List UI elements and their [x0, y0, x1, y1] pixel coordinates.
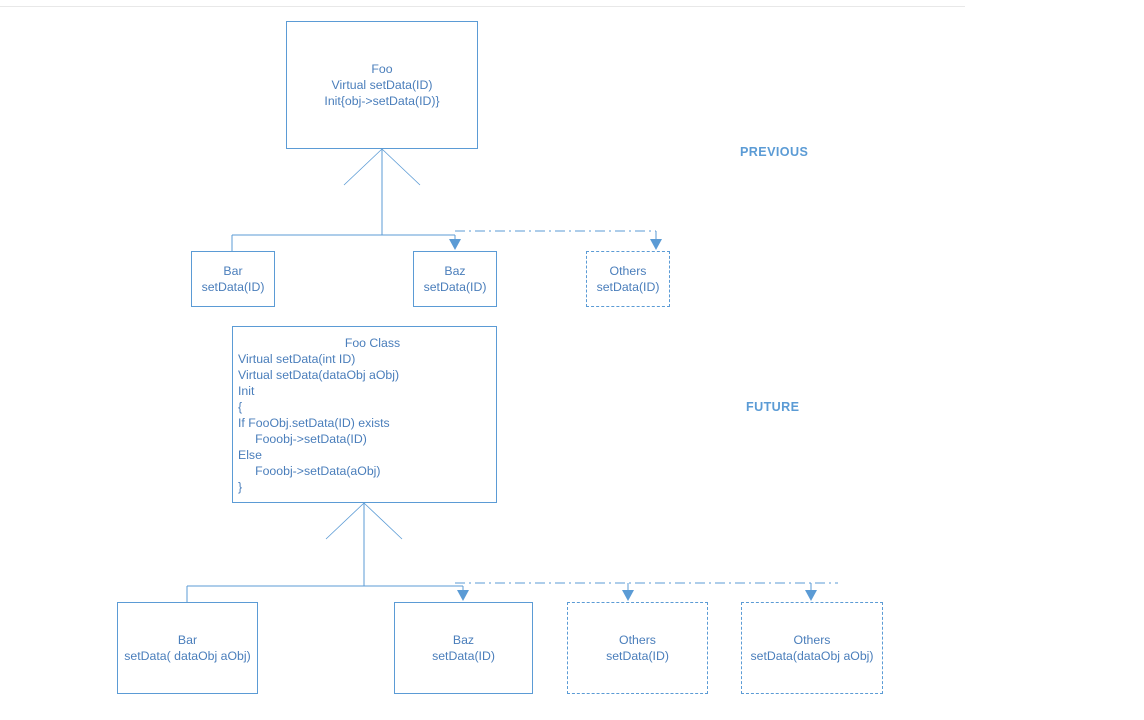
arrowhead-down-icon [622, 590, 634, 601]
class-node-others-previous[interactable]: Others setData(ID) [586, 251, 670, 307]
class-node-baz-previous[interactable]: Baz setData(ID) [413, 251, 497, 307]
class-node-bar-future[interactable]: Bar setData( dataObj aObj) [117, 602, 258, 694]
class-node-foo-class-body-line: Virtual setData(dataObj aObj) [238, 368, 400, 382]
class-node-bar-line: Bar [177, 633, 198, 647]
class-node-foo-line: Virtual setData(ID) [331, 78, 433, 92]
class-node-foo-class-body-line: } [238, 480, 243, 494]
generalization-marker-previous-right [381, 148, 421, 186]
class-node-foo-class-body-line: Else [238, 448, 262, 462]
class-node-baz-line: Baz [452, 633, 475, 647]
arrowhead-down-icon [805, 590, 817, 601]
arrowhead-down-icon [449, 239, 461, 250]
top-divider-rule [0, 6, 965, 7]
class-node-baz-line: Baz [444, 264, 466, 278]
class-node-foo-class-body-line: Init [238, 384, 255, 398]
class-node-foo-line: Foo [371, 62, 393, 76]
generalization-marker-future-left [325, 502, 365, 540]
class-node-foo-class-body-line: Fooobj->setData(ID) [238, 432, 367, 446]
connectors-future [186, 502, 838, 602]
class-node-foo-class-title: Foo Class [344, 336, 401, 350]
class-node-foo-class-body-line: { [238, 400, 243, 414]
class-node-others-obj-future[interactable]: Others setData(dataObj aObj) [741, 602, 883, 694]
class-node-others-line: setData(ID) [596, 280, 660, 294]
class-node-bar-line: Bar [223, 264, 243, 278]
section-label-future: FUTURE [746, 400, 800, 414]
class-node-others-obj-line: Others [793, 633, 831, 647]
class-node-foo-class-body-line: Fooobj->setData(aObj) [238, 464, 381, 478]
class-node-baz-line: setData(ID) [432, 649, 495, 663]
class-node-baz-line: setData(ID) [423, 280, 487, 294]
class-node-bar-previous[interactable]: Bar setData(ID) [191, 251, 275, 307]
arrowhead-down-icon [457, 590, 469, 601]
class-node-others-obj-line: setData(dataObj aObj) [750, 649, 874, 663]
class-node-foo-class-body-line: If FooObj.setData(ID) exists [238, 416, 390, 430]
class-node-others-id-line: Others [619, 633, 656, 647]
section-label-previous: PREVIOUS [740, 145, 809, 159]
class-node-foo-class-body-line: Virtual setData(int ID) [238, 352, 356, 366]
generalization-marker-previous-left [343, 148, 383, 186]
class-node-bar-line: setData( dataObj aObj) [124, 649, 251, 663]
class-node-baz-future[interactable]: Baz setData(ID) [394, 602, 533, 694]
generalization-marker-future-right [363, 502, 403, 540]
class-node-others-line: Others [609, 264, 647, 278]
class-node-foo-line: Init{obj->setData(ID)} [324, 94, 440, 108]
class-node-others-id-line: setData(ID) [606, 649, 669, 663]
arrowhead-down-icon [650, 239, 662, 250]
class-node-bar-line: setData(ID) [201, 280, 265, 294]
class-node-others-id-future[interactable]: Others setData(ID) [567, 602, 708, 694]
connectors-previous [231, 148, 662, 251]
